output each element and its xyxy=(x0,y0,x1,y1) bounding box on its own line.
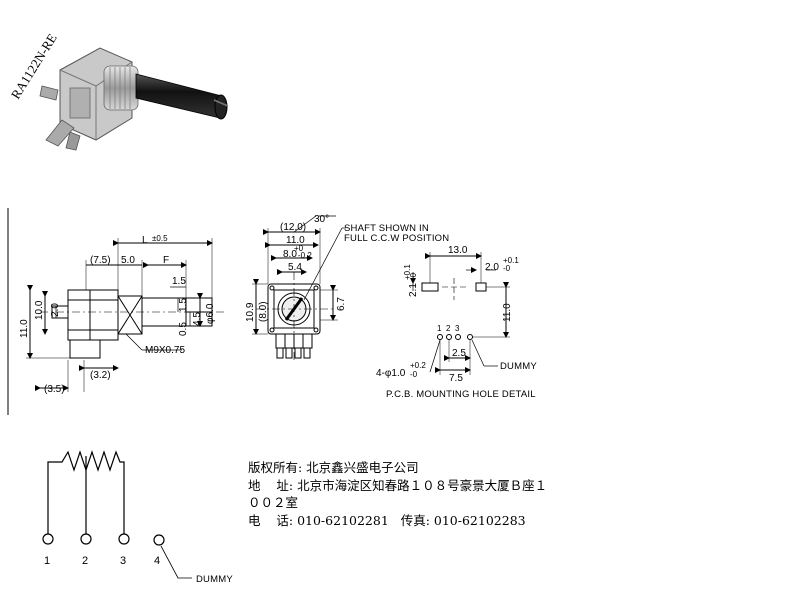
product-photo: RA1122N-RE xyxy=(8,31,229,151)
dim-7-5: (7.5) xyxy=(90,255,111,266)
dim-L-tol: ±0.5 xyxy=(152,234,168,243)
pcb-dim-11-0: 11.0 xyxy=(502,303,513,322)
dim-4-5: 4.5 xyxy=(192,312,203,326)
dim-12-0: (12.0) xyxy=(280,222,306,233)
dim-2-0: 2.0 xyxy=(50,303,61,317)
pin-3-label: 3 xyxy=(120,555,126,567)
pin-2-label: 2 xyxy=(82,555,88,567)
dim-8-0: 8.0 xyxy=(283,249,297,260)
dim-1-5-side: 1.5 xyxy=(178,298,189,312)
side-view xyxy=(26,238,224,392)
note-line-2: FULL C.C.W POSITION xyxy=(344,233,449,244)
pcb-pin-1: 1 xyxy=(437,324,442,333)
pcb-hole-tol-top: +0.2 xyxy=(410,361,426,370)
pcb-dim-2-1: 2.1 xyxy=(408,283,419,297)
dim-L: L xyxy=(142,235,148,246)
angle-label: 30° xyxy=(314,214,329,225)
pcb-pin-2: 2 xyxy=(446,324,451,333)
pin-1-circle xyxy=(42,533,54,545)
dim-11-0: 11.0 xyxy=(19,319,30,338)
dim-0-5: 0.5 xyxy=(178,322,189,336)
pin-1-label: 1 xyxy=(44,555,50,567)
pcb-detail-title: P.C.B. MOUNTING HOLE DETAIL xyxy=(386,389,536,400)
dummy-leader xyxy=(160,545,192,579)
dim-5-4: 5.4 xyxy=(288,262,302,273)
pcb-dim-2-0-tol-bot: -0 xyxy=(503,264,511,273)
front-view-labels: 30° SHAFT SHOWN IN FULL C.C.W POSITION (… xyxy=(245,214,449,322)
dim-3-5: (3.5) xyxy=(44,384,65,395)
company-copyright: 版权所有: 北京鑫兴盛电子公司 xyxy=(248,460,419,475)
dim-5-0: 5.0 xyxy=(121,255,135,266)
pcb-dim-2-0: 2.0 xyxy=(485,262,499,273)
thread-spec: M9X0.75 xyxy=(145,345,185,356)
pin-4-label: 4 xyxy=(154,555,160,567)
pcb-dim-2-0-tol-top: +0.1 xyxy=(503,256,519,265)
dim-10-0: 10.0 xyxy=(34,300,45,320)
pcb-dim-2-5: 2.5 xyxy=(452,348,466,359)
pin-2-circle xyxy=(80,533,92,545)
pcb-dim-7-5: 7.5 xyxy=(449,373,463,384)
pin-4-circle xyxy=(153,534,165,546)
pcb-dummy-label: DUMMY xyxy=(500,361,537,372)
pcb-dim-13-0: 13.0 xyxy=(448,245,468,256)
dim-phi-6-0: φ6.0 xyxy=(205,303,216,324)
company-address-cont: ００２室 xyxy=(248,495,299,510)
company-info: 版权所有: 北京鑫兴盛电子公司 地 址: 北京市海淀区知春路１０８号豪景大厦Ｂ座… xyxy=(248,459,768,529)
dim-F: F xyxy=(163,255,169,266)
pcb-hole-spec: 4-φ1.0 xyxy=(376,368,406,379)
pcb-dim-2-1-tol-bot: -0 xyxy=(409,272,418,280)
dim-8-0-tol-bot: -0.2 xyxy=(298,251,312,260)
company-address: 地 址: 北京市海淀区知春路１０８号豪景大厦Ｂ座１ xyxy=(248,477,548,493)
side-view-labels: L ±0.5 (7.5) 5.0 F 1.5 10.0 2.0 11.0 0.5… xyxy=(19,234,216,395)
company-phone: 电 话: 010-62102281 传真: 010-62102283 xyxy=(248,512,526,528)
dim-6-7: 6.7 xyxy=(336,297,347,311)
resistor-symbol xyxy=(47,450,125,534)
dim-8-0-paren: (8.0) xyxy=(258,301,269,322)
pcb-dim-2-1-tol-top: +0.1 xyxy=(403,264,412,280)
pcb-detail-labels: 13.0 2.0 +0.1 -0 2.1 +0.1 -0 11.0 2.5 7.… xyxy=(376,245,537,400)
schematic-dummy-label: DUMMY xyxy=(196,574,233,585)
dim-8-0-tol-top: +0 xyxy=(294,244,304,253)
dim-10-9: 10.9 xyxy=(245,302,256,322)
schematic-labels: 1 2 3 4 DUMMY xyxy=(44,555,233,585)
pcb-pin-3: 3 xyxy=(455,324,460,333)
front-view xyxy=(252,215,346,362)
pcb-detail xyxy=(410,252,510,375)
schematic xyxy=(42,450,192,579)
pin-3-circle xyxy=(118,533,130,545)
dim-1-5-top: 1.5 xyxy=(172,276,186,287)
pcb-hole-tol-bot: -0 xyxy=(410,370,418,379)
note-line-1: SHAFT SHOWN IN xyxy=(344,223,429,234)
dim-3-2: (3.2) xyxy=(90,370,111,381)
dim-11-0-front: 11.0 xyxy=(286,235,305,246)
